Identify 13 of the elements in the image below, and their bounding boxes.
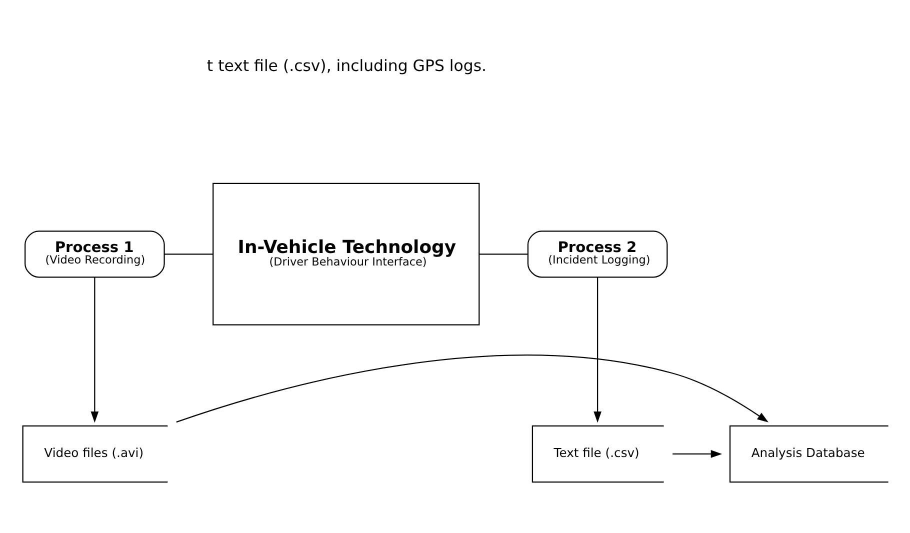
- arrow: [672, 450, 722, 458]
- node-box: Process 1 (Video Recording): [24, 230, 165, 278]
- node-box: Process 2 (Incident Logging): [527, 230, 668, 278]
- node-text: Video files (.avi): [44, 446, 144, 460]
- label: t text file (.csv), including GPS logs.: [206, 56, 487, 75]
- node-text: Text file (.csv): [554, 446, 640, 460]
- arrow: [176, 354, 768, 423]
- connector: [164, 254, 214, 255]
- node-box: In-Vehicle Technology (Driver Behaviour Interface): [212, 182, 480, 326]
- connector: [479, 254, 528, 255]
- node-text: Analysis Database: [751, 446, 865, 460]
- arrow: [594, 277, 602, 423]
- arrow: [90, 277, 99, 423]
